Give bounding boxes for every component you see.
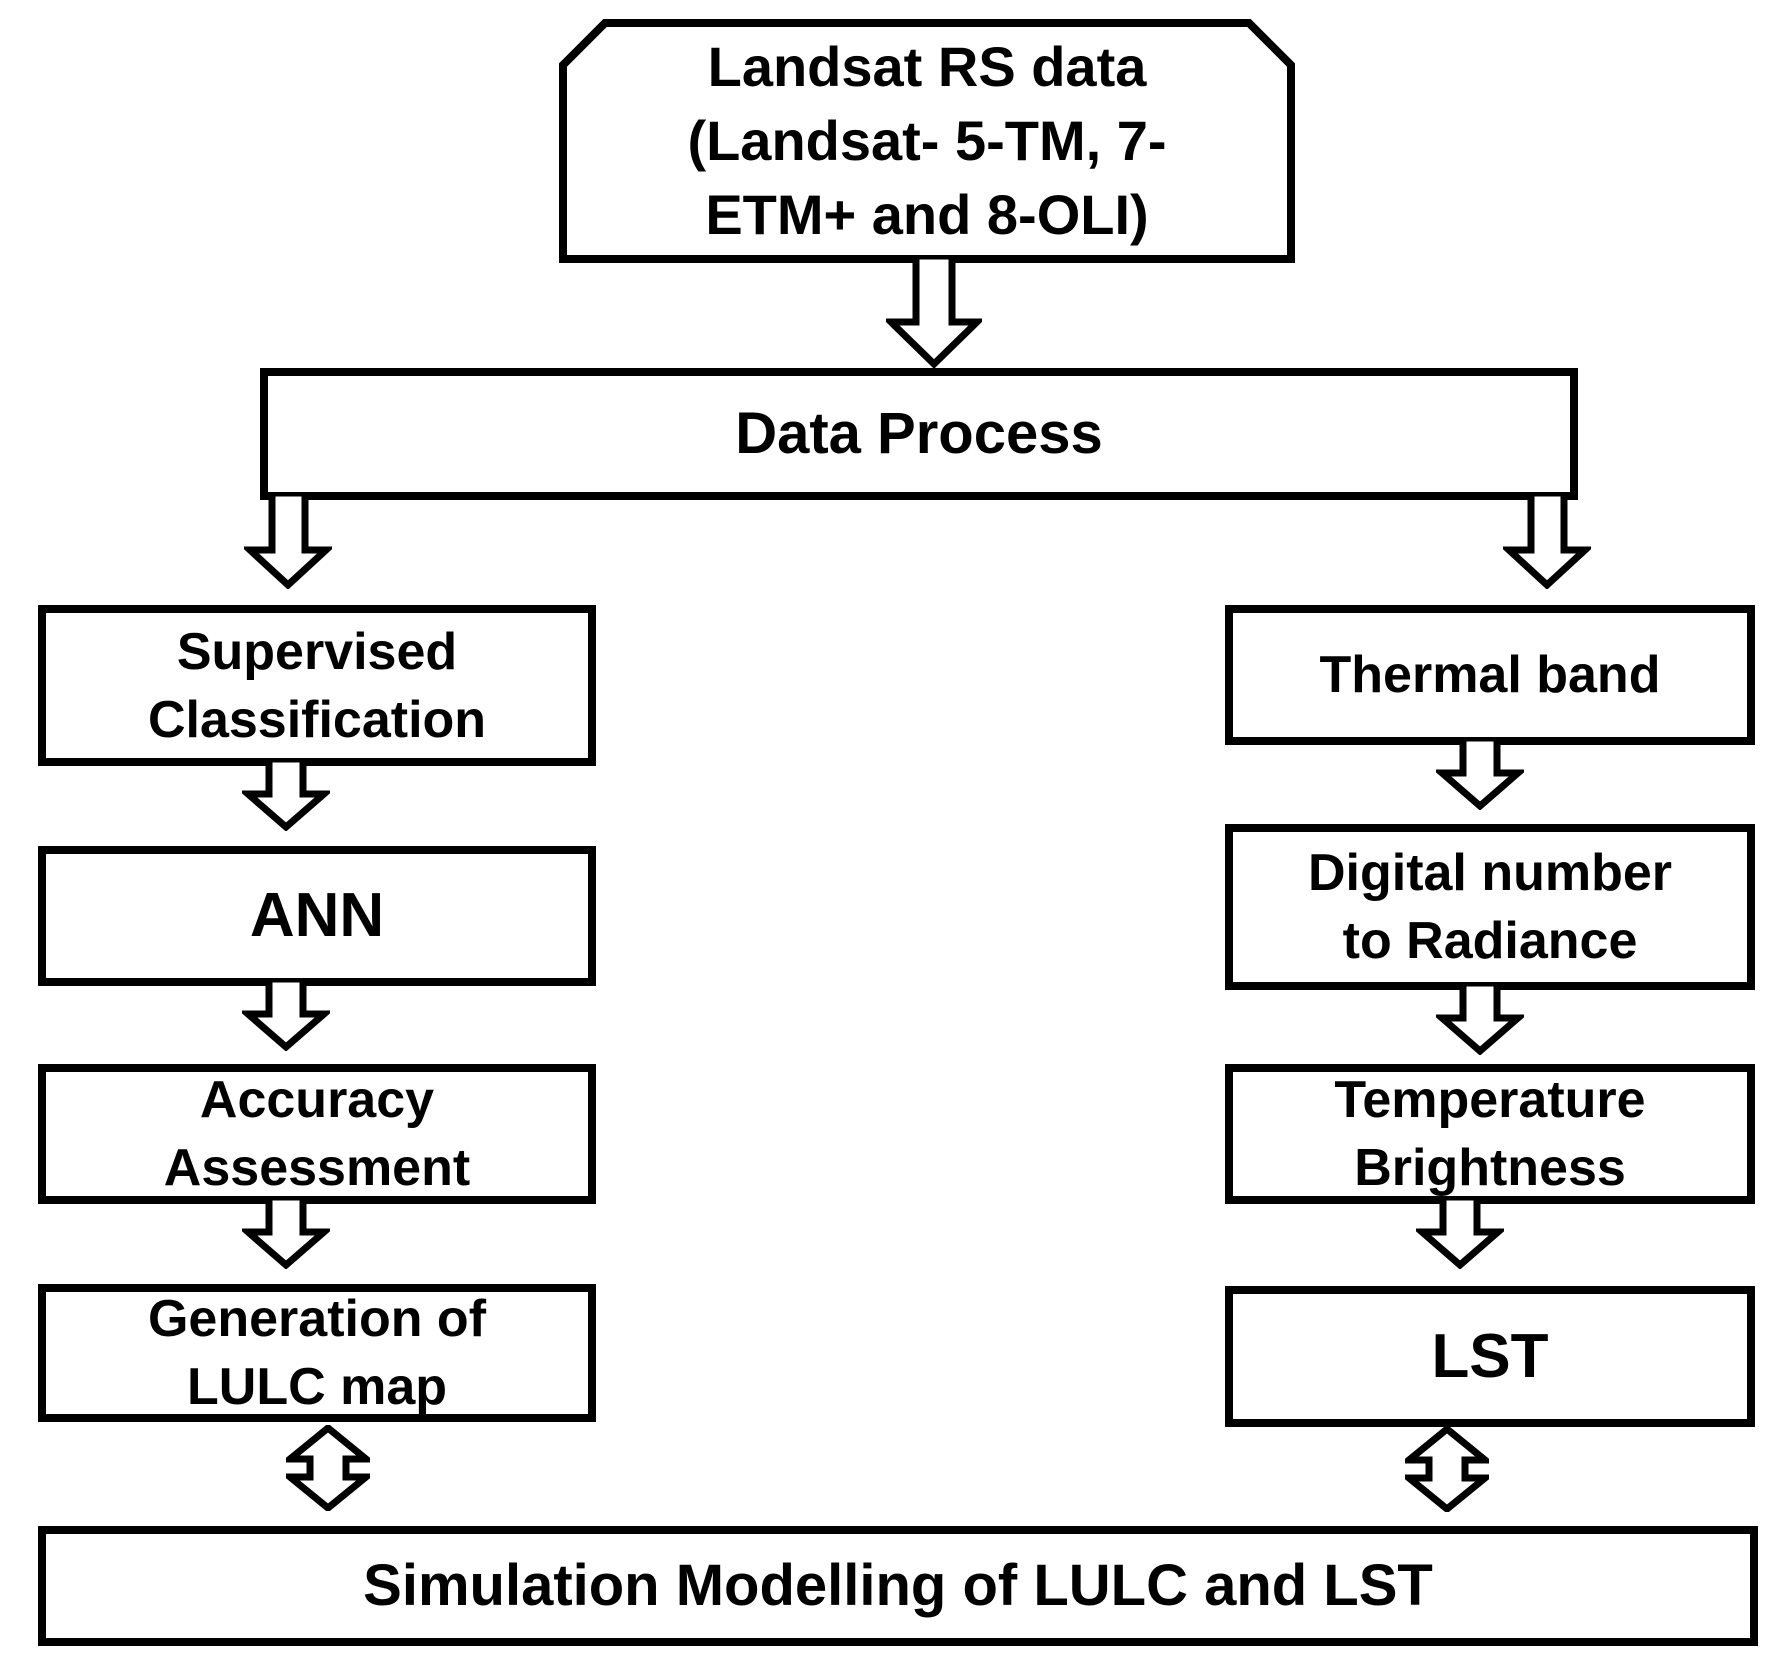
node-label: Temperature Brightness — [1334, 1071, 1646, 1197]
flowchart-node-generation-of-lulc-map: Generation of LULC map — [38, 1284, 596, 1422]
node-label: Data Process — [735, 401, 1103, 466]
flowchart-node-ann: ANN — [38, 846, 596, 986]
arrow-accuracy-to-generation-down-icon — [242, 1197, 330, 1269]
flowchart-node-simulation-modelling: Simulation Modelling of LULC and LST — [38, 1526, 1758, 1646]
arrow-thermal-to-digital-down-icon — [1436, 738, 1524, 810]
node-label: Generation of LULC map — [147, 1290, 487, 1416]
flowchart-node-accuracy-assessment: Accuracy Assessment — [38, 1064, 596, 1204]
node-label: ANN — [249, 881, 385, 950]
flowchart-node-landsat-rs-data: Landsat RS data (Landsat- 5-TM, 7- ETM+ … — [559, 19, 1295, 263]
arrow-data-process-to-supervised-down-icon — [244, 493, 332, 589]
flowchart-node-temperature-brightness: Temperature Brightness — [1225, 1064, 1755, 1204]
arrow-data-process-to-thermal-down-icon — [1503, 493, 1591, 589]
node-label: Supervised Classification — [147, 622, 487, 749]
arrow-supervised-to-ann-down-icon — [242, 759, 330, 831]
arrow-digital-to-temperature-down-icon — [1436, 983, 1524, 1055]
arrow-generation-to-simulation-bidirectional-icon — [286, 1425, 370, 1511]
node-label: Thermal band — [1319, 646, 1661, 704]
arrow-lst-to-simulation-bidirectional-icon — [1405, 1426, 1489, 1512]
flowchart-node-lst: LST — [1225, 1286, 1755, 1427]
flowchart-node-data-process: Data Process — [260, 368, 1578, 500]
node-label: Digital number to Radiance — [1307, 844, 1673, 970]
node-label: Landsat RS data (Landsat- 5-TM, 7- ETM+ … — [687, 35, 1167, 246]
flowchart-node-thermal-band: Thermal band — [1225, 605, 1755, 745]
arrow-ann-to-accuracy-down-icon — [242, 979, 330, 1051]
node-label: Accuracy Assessment — [163, 1071, 471, 1197]
flowchart-node-supervised-classification: Supervised Classification — [38, 605, 596, 766]
arrow-landsat-to-data-process-down-icon — [886, 256, 982, 368]
flowchart-node-digital-number-to-radiance: Digital number to Radiance — [1225, 824, 1755, 990]
arrow-temperature-to-lst-down-icon — [1416, 1197, 1504, 1269]
node-label: Simulation Modelling of LULC and LST — [363, 1553, 1433, 1618]
beveled-box-shape — [559, 19, 1295, 263]
node-label: LST — [1431, 1321, 1549, 1391]
